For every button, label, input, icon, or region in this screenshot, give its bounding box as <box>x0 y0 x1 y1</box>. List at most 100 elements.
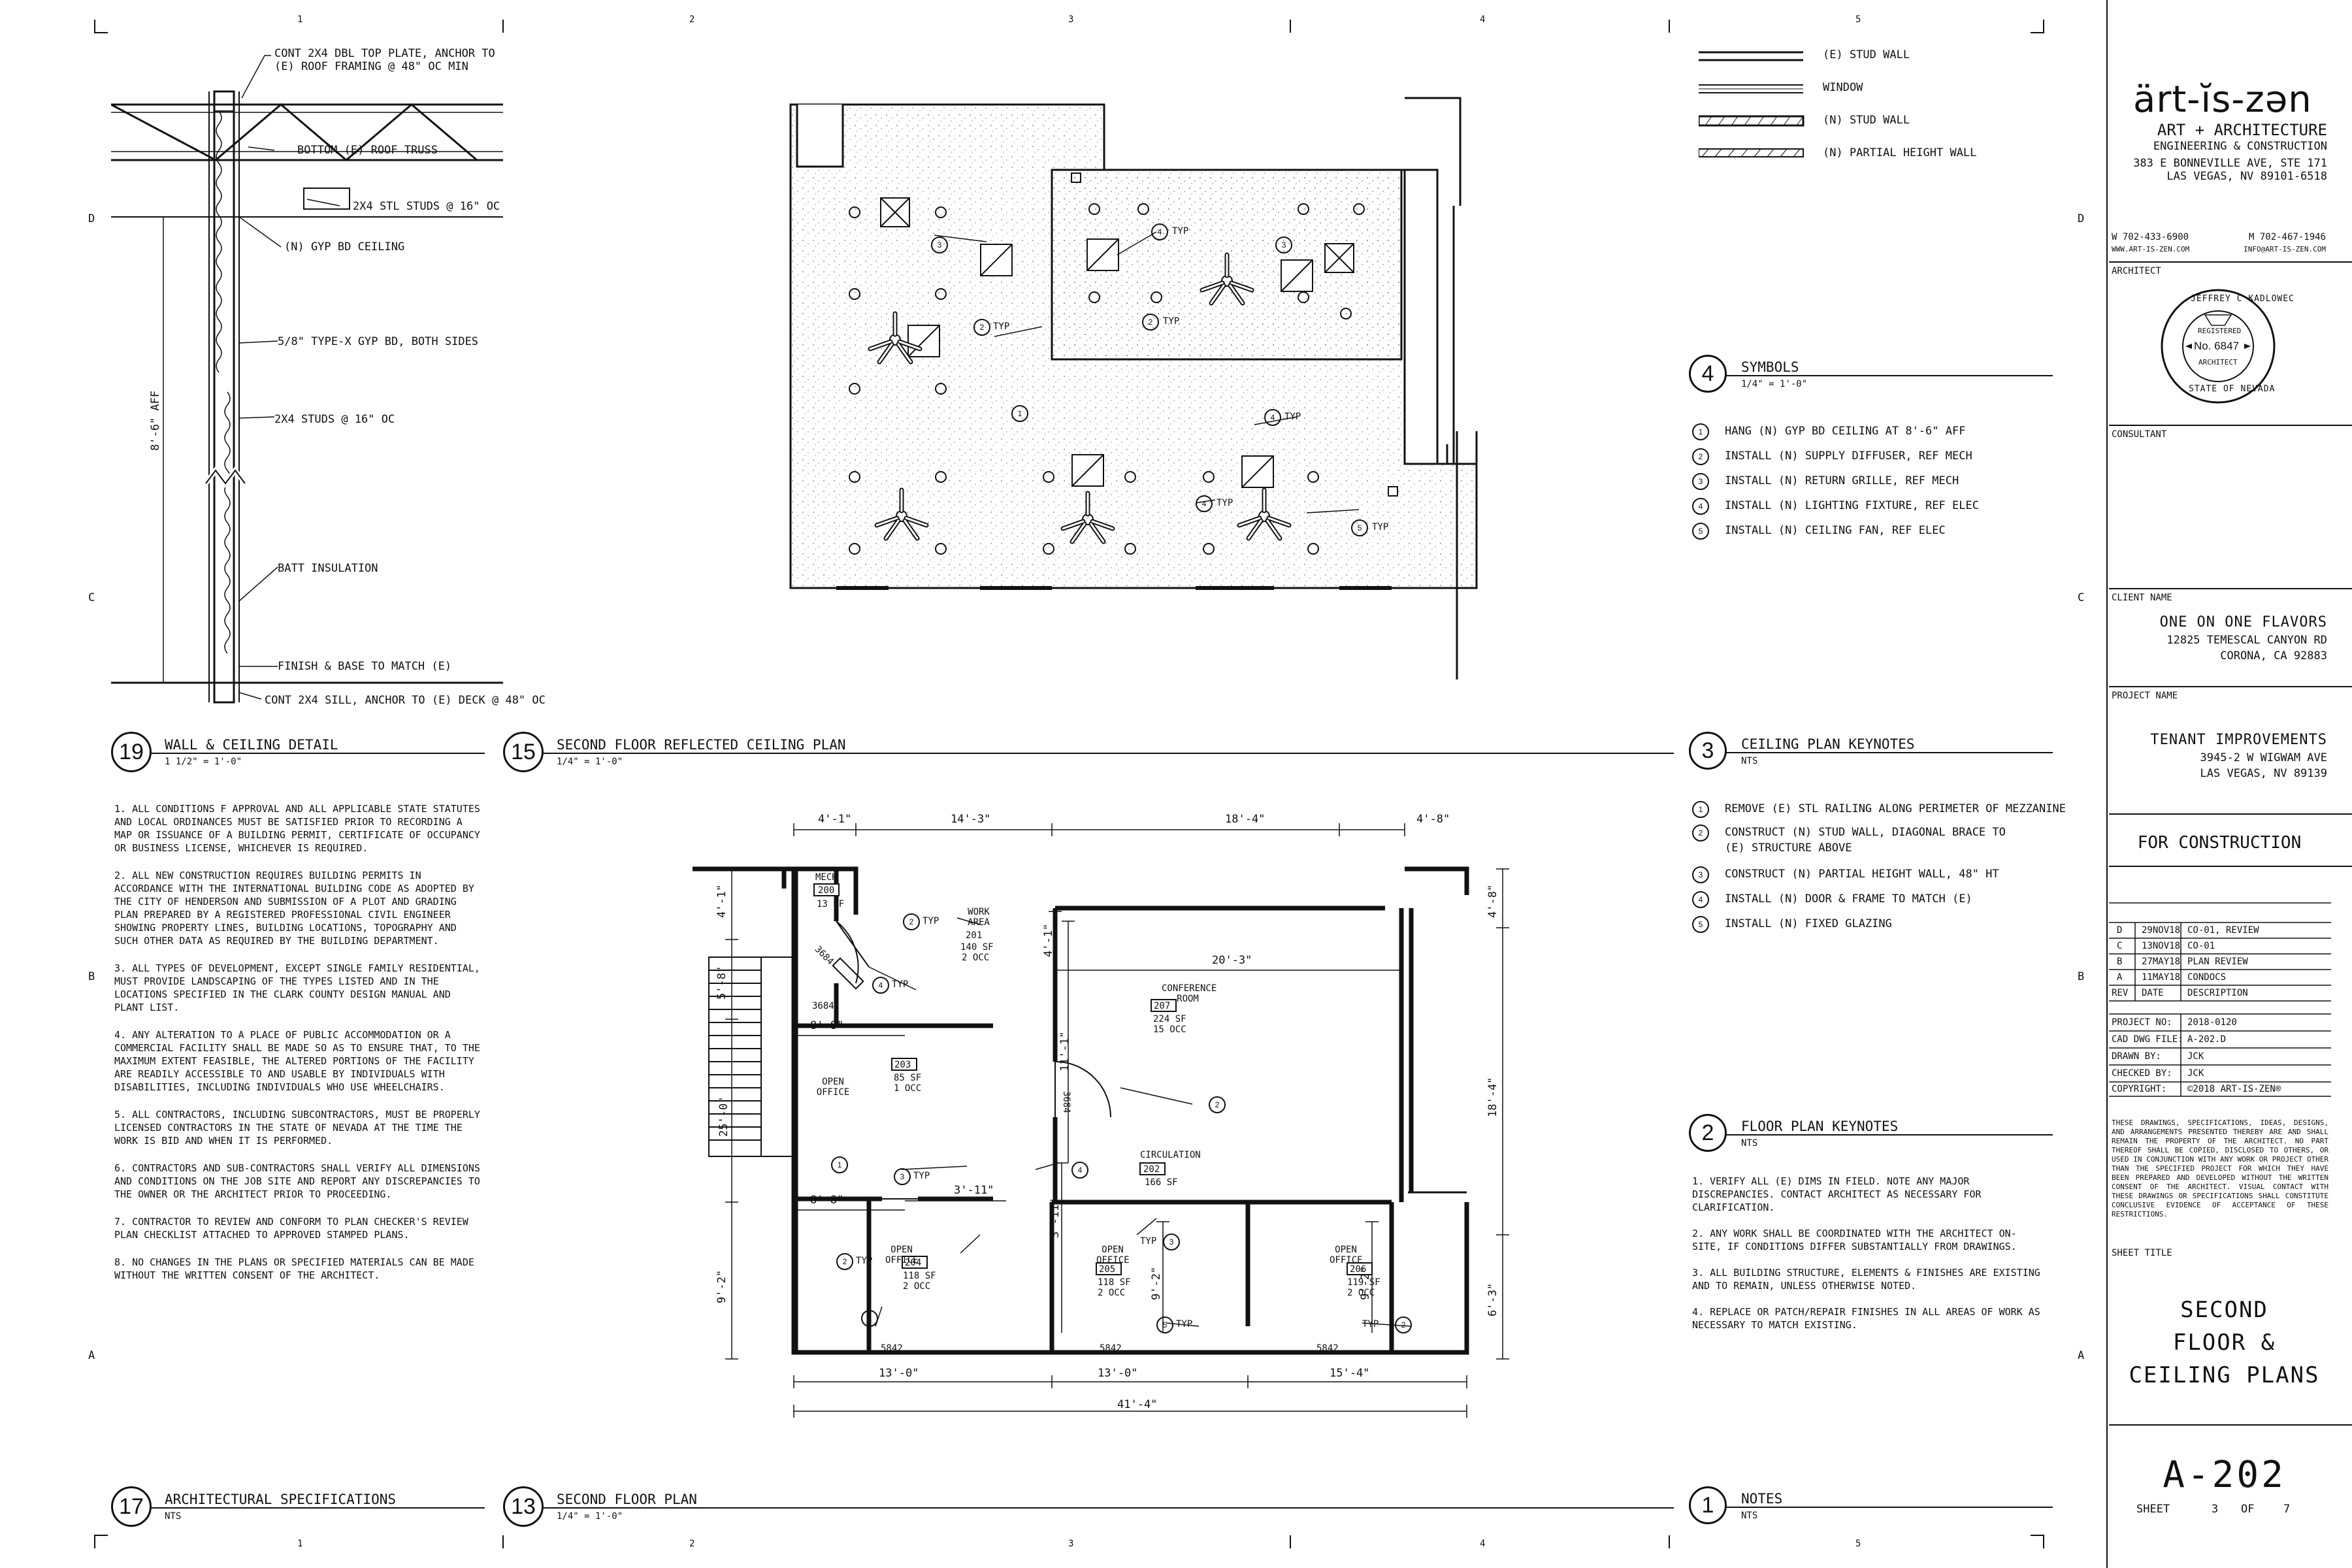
fp-tag-typ: TYP <box>1176 1319 1193 1330</box>
dim-inner: 8'-8" <box>810 1194 844 1207</box>
detail-3-title: CEILING PLAN KEYNOTES <box>1741 736 1915 752</box>
detail-3-bubble: 3 <box>1689 732 1727 770</box>
seal-registered: REGISTERED <box>2198 327 2242 335</box>
grid-top-3: 3 <box>1068 14 1074 25</box>
dim-top: 18'-4" <box>1225 813 1266 826</box>
architect-seal <box>2161 289 2276 404</box>
project-label: PROJECT NAME <box>2112 691 2178 701</box>
rcp-tag: 5 <box>1351 519 1368 536</box>
fp-tag: 3 <box>1163 1233 1180 1250</box>
room-name: WORK AREA <box>968 907 990 928</box>
project-address2: LAS VEGAS, NV 89139 <box>2200 767 2327 780</box>
room-area: 140 SF <box>960 942 994 953</box>
spec-item: 3. ALL TYPES OF DEVELOPMENT, EXCEPT SING… <box>114 962 480 1013</box>
seal-architect: ARCHITECT <box>2198 358 2238 367</box>
dim-top: 14'-3" <box>951 813 991 826</box>
wall-callout-6: 5/8" TYPE-X GYP BD, BOTH SIDES <box>278 335 479 348</box>
grid-left-c: C <box>88 591 95 604</box>
keynote-tag: 4 <box>1692 891 1709 908</box>
symbol-tag: 3 <box>1692 473 1709 490</box>
room-number: 201 <box>966 930 983 941</box>
room-name: OPEN OFFICE <box>1096 1245 1130 1266</box>
room-name: CONFERENCE ROOM <box>1162 983 1217 1004</box>
dim-inner: 3'-11" <box>1049 1198 1062 1238</box>
spec-item: 7. CONTRACTOR TO REVIEW AND CONFORM TO P… <box>114 1216 468 1241</box>
room-area: 85 SF <box>894 1073 922 1083</box>
reflected-ceiling-plan <box>789 97 1478 679</box>
door-mark: 3684 <box>812 1001 834 1011</box>
room-name: OPEN OFFICE <box>885 1245 919 1266</box>
room-number: 203 <box>894 1060 911 1070</box>
room-name: OPEN OFFICE <box>816 1077 850 1098</box>
dim-inner: 11'-1" <box>1058 1031 1071 1071</box>
rcp-tag-typ: TYP <box>1163 316 1180 327</box>
grid-top-5: 5 <box>1855 14 1861 25</box>
dim-top: 4'-1" <box>818 813 852 826</box>
tb-rule <box>2109 813 2352 815</box>
room-number: 207 <box>1154 1001 1171 1011</box>
room-occ: 1 OCC <box>894 1083 922 1094</box>
symbol-text: INSTALL (N) SUPPLY DIFFUSER, REF MECH <box>1725 449 1972 463</box>
client-address2: CORONA, CA 92883 <box>2220 649 2327 662</box>
legend-new-wall: (N) STUD WALL <box>1823 114 1910 127</box>
room-occ: 2 OCC <box>962 953 990 963</box>
info-value: A-202.D <box>2187 1034 2227 1045</box>
detail-2-scale: NTS <box>1741 1138 1758 1149</box>
room-occ: 2 OCC <box>1098 1288 1126 1298</box>
detail-3-scale: NTS <box>1741 756 1758 766</box>
room-name: MECH <box>815 872 838 883</box>
detail-15-title-rule <box>544 753 1674 755</box>
dim-left: 5'-8" <box>715 966 728 1000</box>
detail-17-scale: NTS <box>165 1511 182 1522</box>
wall-callout-1: CONT 2x4 DBL TOP PLATE, ANCHOR TO <box>274 47 495 60</box>
wall-callout-3: BOTTOM (E) ROOF TRUSS <box>297 144 438 157</box>
spec-item: 2. ALL NEW CONSTRUCTION REQUIRES BUILDIN… <box>114 870 474 947</box>
room-area: 166 SF <box>1145 1177 1178 1188</box>
room-number: 205 <box>1099 1264 1116 1275</box>
detail-13-scale: 1/4" = 1'-0" <box>557 1511 623 1522</box>
info-value: 2018-0120 <box>2187 1017 2237 1028</box>
grid-right-a: A <box>2078 1349 2085 1362</box>
room-number: 200 <box>818 885 835 896</box>
rcp-tag: 4 <box>1196 495 1213 512</box>
firm-phone-m: M 702-467-1946 <box>2248 232 2326 242</box>
dim-inner: 8'-8" <box>810 1019 844 1032</box>
grid-left-a: A <box>88 1349 95 1362</box>
room-occ: 15 OCC <box>1153 1024 1186 1035</box>
fp-tag: 5 <box>1156 1316 1173 1333</box>
fp-tag: 2 <box>903 913 920 930</box>
firm-address1: 383 E BONNEVILLE AVE, STE 171 <box>2133 157 2327 170</box>
detail-15-title: SECOND FLOOR REFLECTED CEILING PLAN <box>557 737 846 753</box>
keynote-tag: 5 <box>1692 916 1709 933</box>
detail-1-bubble: 1 <box>1689 1486 1727 1524</box>
wall-height-dim: 8'-6" AFF <box>149 390 162 451</box>
tb-rule <box>2109 588 2352 589</box>
project-info-grid <box>2109 1013 2331 1097</box>
room-name: CIRCULATION <box>1140 1150 1201 1160</box>
fp-tag-typ: TYP <box>892 979 909 990</box>
info-value: ©2018 ART-IS-ZEN® <box>2187 1084 2281 1094</box>
fp-tag: 4 <box>872 977 889 994</box>
wall-callout-7: 2x4 STUDS @ 16" OC <box>274 413 395 426</box>
symbol-tag: 5 <box>1692 523 1709 540</box>
firm-web: WWW.ART-IS-ZEN.COM <box>2112 245 2190 253</box>
door-mark: 5842 <box>881 1343 903 1354</box>
sheet-title-line3: CEILING PLANS <box>2129 1362 2320 1388</box>
fp-tag-typ: TYP <box>1140 1236 1157 1247</box>
room-number: 204 <box>905 1258 922 1268</box>
symbol-text: INSTALL (N) LIGHTING FIXTURE, REF ELEC <box>1725 499 1979 512</box>
tb-rule <box>2109 261 2352 263</box>
rcp-tag: 1 <box>1011 405 1028 422</box>
dim-inner: 9'-2" <box>1150 1266 1163 1300</box>
firm-line2: ENGINEERING & CONSTRUCTION <box>2153 140 2327 153</box>
seal-number: No. 6847 <box>2194 340 2239 352</box>
rcp-tag-typ: TYP <box>993 321 1010 332</box>
detail-17-title-rule <box>152 1507 485 1509</box>
keynote-text: CONSTRUCT (N) STUD WALL, DIAGONAL BRACE … <box>1725 826 2006 839</box>
spec-item: 6. CONTRACTORS AND SUB-CONTRACTORS SHALL… <box>114 1162 480 1200</box>
symbol-tag: 2 <box>1692 448 1709 465</box>
sheet-total: 7 <box>2283 1503 2291 1516</box>
fp-tag: 1 <box>861 1310 878 1327</box>
dim-top: 4'-8" <box>1416 813 1450 826</box>
